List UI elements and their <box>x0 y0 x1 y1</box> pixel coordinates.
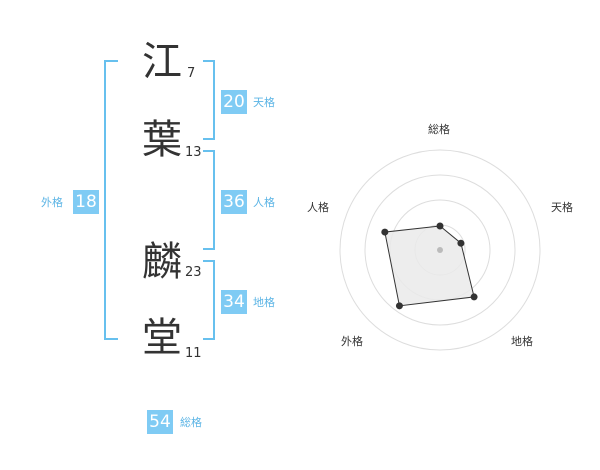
name-char-1: 江 <box>142 39 182 85</box>
stroke-count-2: 13 <box>185 145 202 160</box>
radar-polygon <box>384 225 475 307</box>
tenkaku-bracket <box>203 60 215 140</box>
stroke-count-3: 23 <box>185 265 202 280</box>
radar-label-chikaku: 地格 <box>511 335 533 348</box>
name-char-3: 麟 <box>142 239 182 285</box>
radar-point <box>457 239 465 247</box>
radar-points <box>381 222 478 310</box>
chikaku-value: 34 <box>221 290 247 314</box>
radar-label-soukaku: 総格 <box>428 123 450 136</box>
jinkaku-label: 人格 <box>253 196 275 209</box>
soukaku-label: 総格 <box>180 416 202 429</box>
radar-label-jinkaku: 人格 <box>307 201 329 214</box>
chikaku-bracket <box>203 260 215 340</box>
radar-point <box>395 302 403 310</box>
chikaku-label: 地格 <box>253 296 275 309</box>
gaikaku-label: 外格 <box>41 196 63 209</box>
jinkaku-value: 36 <box>221 190 247 214</box>
radar-ring <box>364 174 516 326</box>
tenkaku-value: 20 <box>221 90 247 114</box>
jinkaku-bracket <box>203 150 215 250</box>
radar-ring <box>339 149 541 351</box>
radar-center <box>437 247 443 253</box>
name-char-4: 堂 <box>142 315 182 361</box>
name-char-2: 葉 <box>142 117 182 163</box>
radar-label-tenkaku: 天格 <box>551 201 573 214</box>
tenkaku-label: 天格 <box>253 96 275 109</box>
gaikaku-bracket <box>104 60 118 340</box>
radar-point <box>436 222 444 230</box>
gaikaku-value: 18 <box>73 190 99 214</box>
stroke-count-1: 7 <box>187 66 196 81</box>
stroke-count-4: 11 <box>185 346 202 361</box>
soukaku-value: 54 <box>147 410 173 434</box>
radar-point <box>470 293 478 301</box>
radar-point <box>381 228 389 236</box>
radar-label-gaikaku: 外格 <box>341 335 363 348</box>
